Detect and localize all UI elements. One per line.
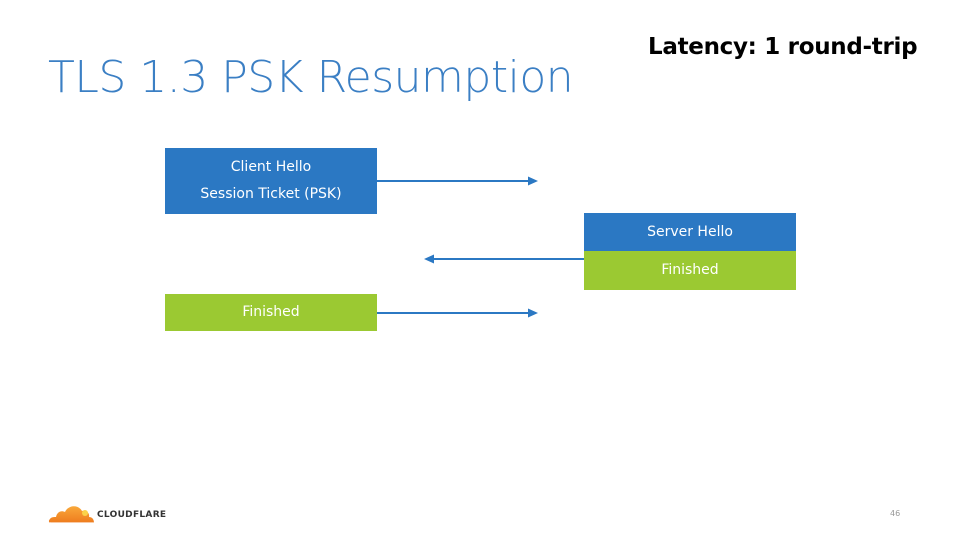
server-finished-box: Finished (584, 251, 796, 290)
server-finished-label: Finished (661, 262, 719, 278)
server-hello-box: Server Hello (584, 213, 796, 251)
slide-title: TLS 1.3 PSK Resumption (48, 52, 574, 103)
client-hello-label: Client Hello (230, 159, 312, 175)
cloudflare-logo-text: CloudFlare (97, 510, 167, 520)
cloudflare-cloud-icon (48, 506, 94, 524)
session-ticket-label: Session Ticket (PSK) (200, 186, 342, 202)
page-number: 46 (890, 509, 901, 518)
server-hello-label: Server Hello (647, 223, 733, 240)
client-hello-box: Client Hello Session Ticket (PSK) (165, 148, 377, 214)
arrow-client-hello (377, 176, 538, 186)
arrow-client-finished (377, 308, 538, 318)
client-finished-label: Finished (242, 304, 300, 320)
arrow-server-response (424, 254, 584, 264)
client-finished-box: Finished (165, 294, 377, 331)
latency-note: Latency: 1 round-trip (648, 34, 918, 60)
